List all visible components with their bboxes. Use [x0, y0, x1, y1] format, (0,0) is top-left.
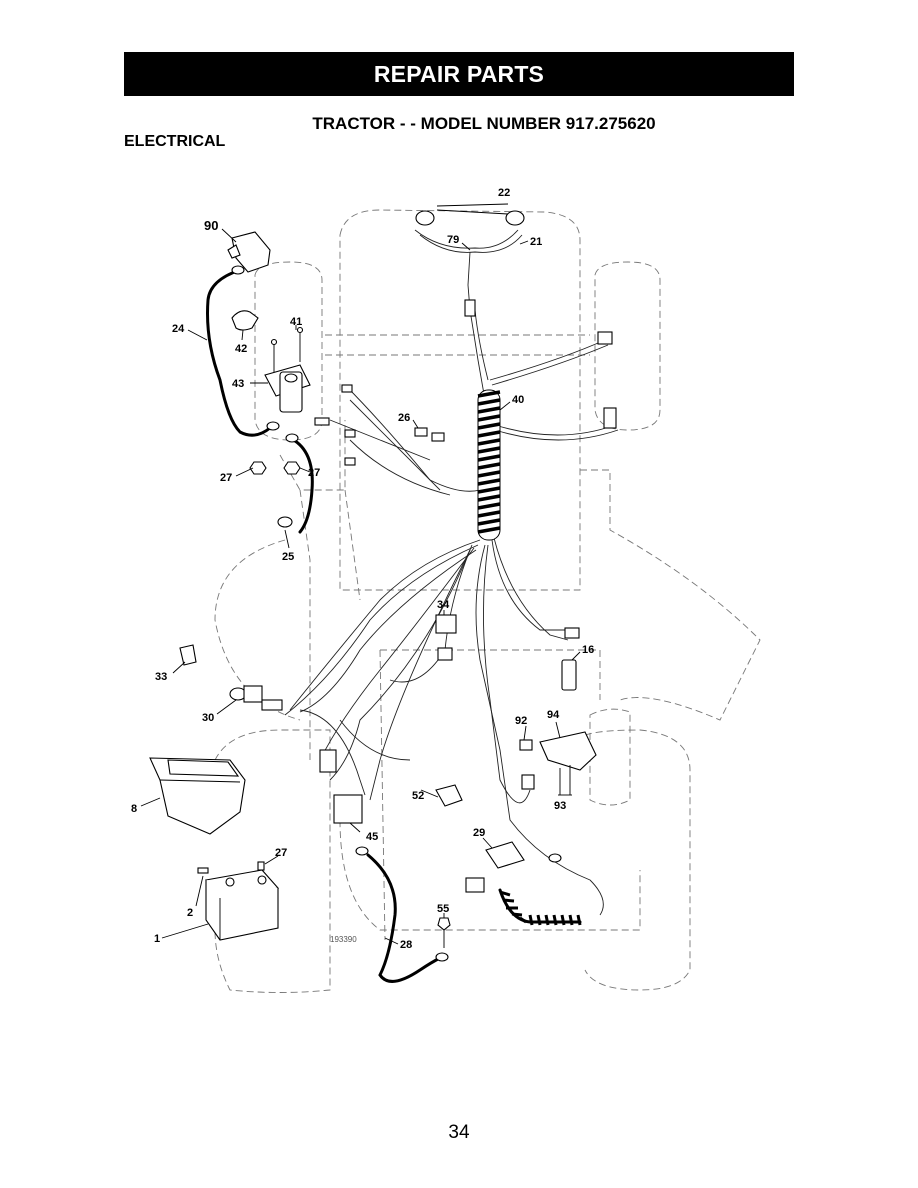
page-number: 34	[448, 1122, 470, 1143]
callout-93: 93	[554, 800, 566, 812]
callout-26: 26	[398, 412, 410, 424]
callout-45: 45	[366, 831, 378, 843]
headlight-bulbs-22	[415, 203, 525, 226]
callout-2: 2	[187, 907, 193, 919]
callout-24: 24	[172, 323, 185, 335]
callout-34: 34	[437, 599, 450, 611]
callout-25: 25	[282, 551, 294, 563]
callout-21: 21	[530, 236, 542, 248]
callouts: 90 24 42 41 43 27 27 25 22 79 21 26 40 3…	[131, 187, 594, 951]
repair-parts-banner: REPAIR PARTS	[124, 52, 794, 96]
part-29-switch	[465, 841, 525, 893]
callout-27-right: 27	[308, 467, 320, 479]
wiring-harness	[284, 229, 619, 916]
leader-lines	[140, 228, 581, 945]
cable-25	[288, 436, 314, 534]
callout-92: 92	[515, 715, 527, 727]
part-16-switch	[561, 627, 580, 691]
callout-22: 22	[498, 187, 510, 199]
callout-90: 90	[204, 218, 218, 233]
part-43-solenoid	[264, 326, 311, 413]
callout-41: 41	[290, 316, 302, 328]
cable-24	[206, 268, 272, 437]
part-90-boot	[227, 231, 271, 273]
callout-16: 16	[582, 644, 594, 656]
callout-52: 52	[412, 790, 424, 802]
coiled-conduit	[477, 389, 501, 541]
callout-33: 33	[155, 671, 167, 683]
callout-79: 79	[447, 234, 459, 246]
coil-29	[498, 888, 582, 924]
part-92-connector	[519, 739, 535, 790]
connector-right-2	[603, 407, 617, 429]
section-heading: ELECTRICAL	[124, 133, 226, 150]
model-title: TRACTOR - - MODEL NUMBER 917.275620	[312, 114, 656, 133]
callout-40: 40	[512, 394, 524, 406]
ring-terminals	[231, 265, 562, 962]
callout-43: 43	[232, 378, 244, 390]
callout-27-left: 27	[220, 472, 232, 484]
part-8-tray	[149, 757, 246, 835]
part-55-bolt	[437, 917, 451, 948]
part-42-cover	[231, 310, 259, 331]
part-30-ignition	[229, 685, 283, 711]
callout-1: 1	[154, 933, 160, 945]
part-34-relay	[435, 614, 457, 661]
cable-28	[366, 853, 442, 983]
callout-55: 55	[437, 903, 449, 915]
part-26-clips	[314, 384, 445, 466]
connector-right-1	[597, 331, 613, 345]
connector-top	[464, 299, 476, 317]
callout-27-battery: 27	[275, 847, 287, 859]
part-33-key	[179, 644, 197, 666]
callout-94: 94	[547, 709, 560, 721]
callout-8: 8	[131, 803, 137, 815]
part-45-connector	[319, 749, 363, 824]
callout-42: 42	[235, 343, 247, 355]
figure-number: 193390	[330, 935, 357, 944]
part-52-cap	[435, 784, 463, 807]
part-1-battery	[197, 861, 280, 941]
callout-29: 29	[473, 827, 485, 839]
nuts-27	[249, 461, 301, 475]
callout-28: 28	[400, 939, 412, 951]
callout-30: 30	[202, 712, 214, 724]
part-94-bracket	[539, 731, 597, 795]
